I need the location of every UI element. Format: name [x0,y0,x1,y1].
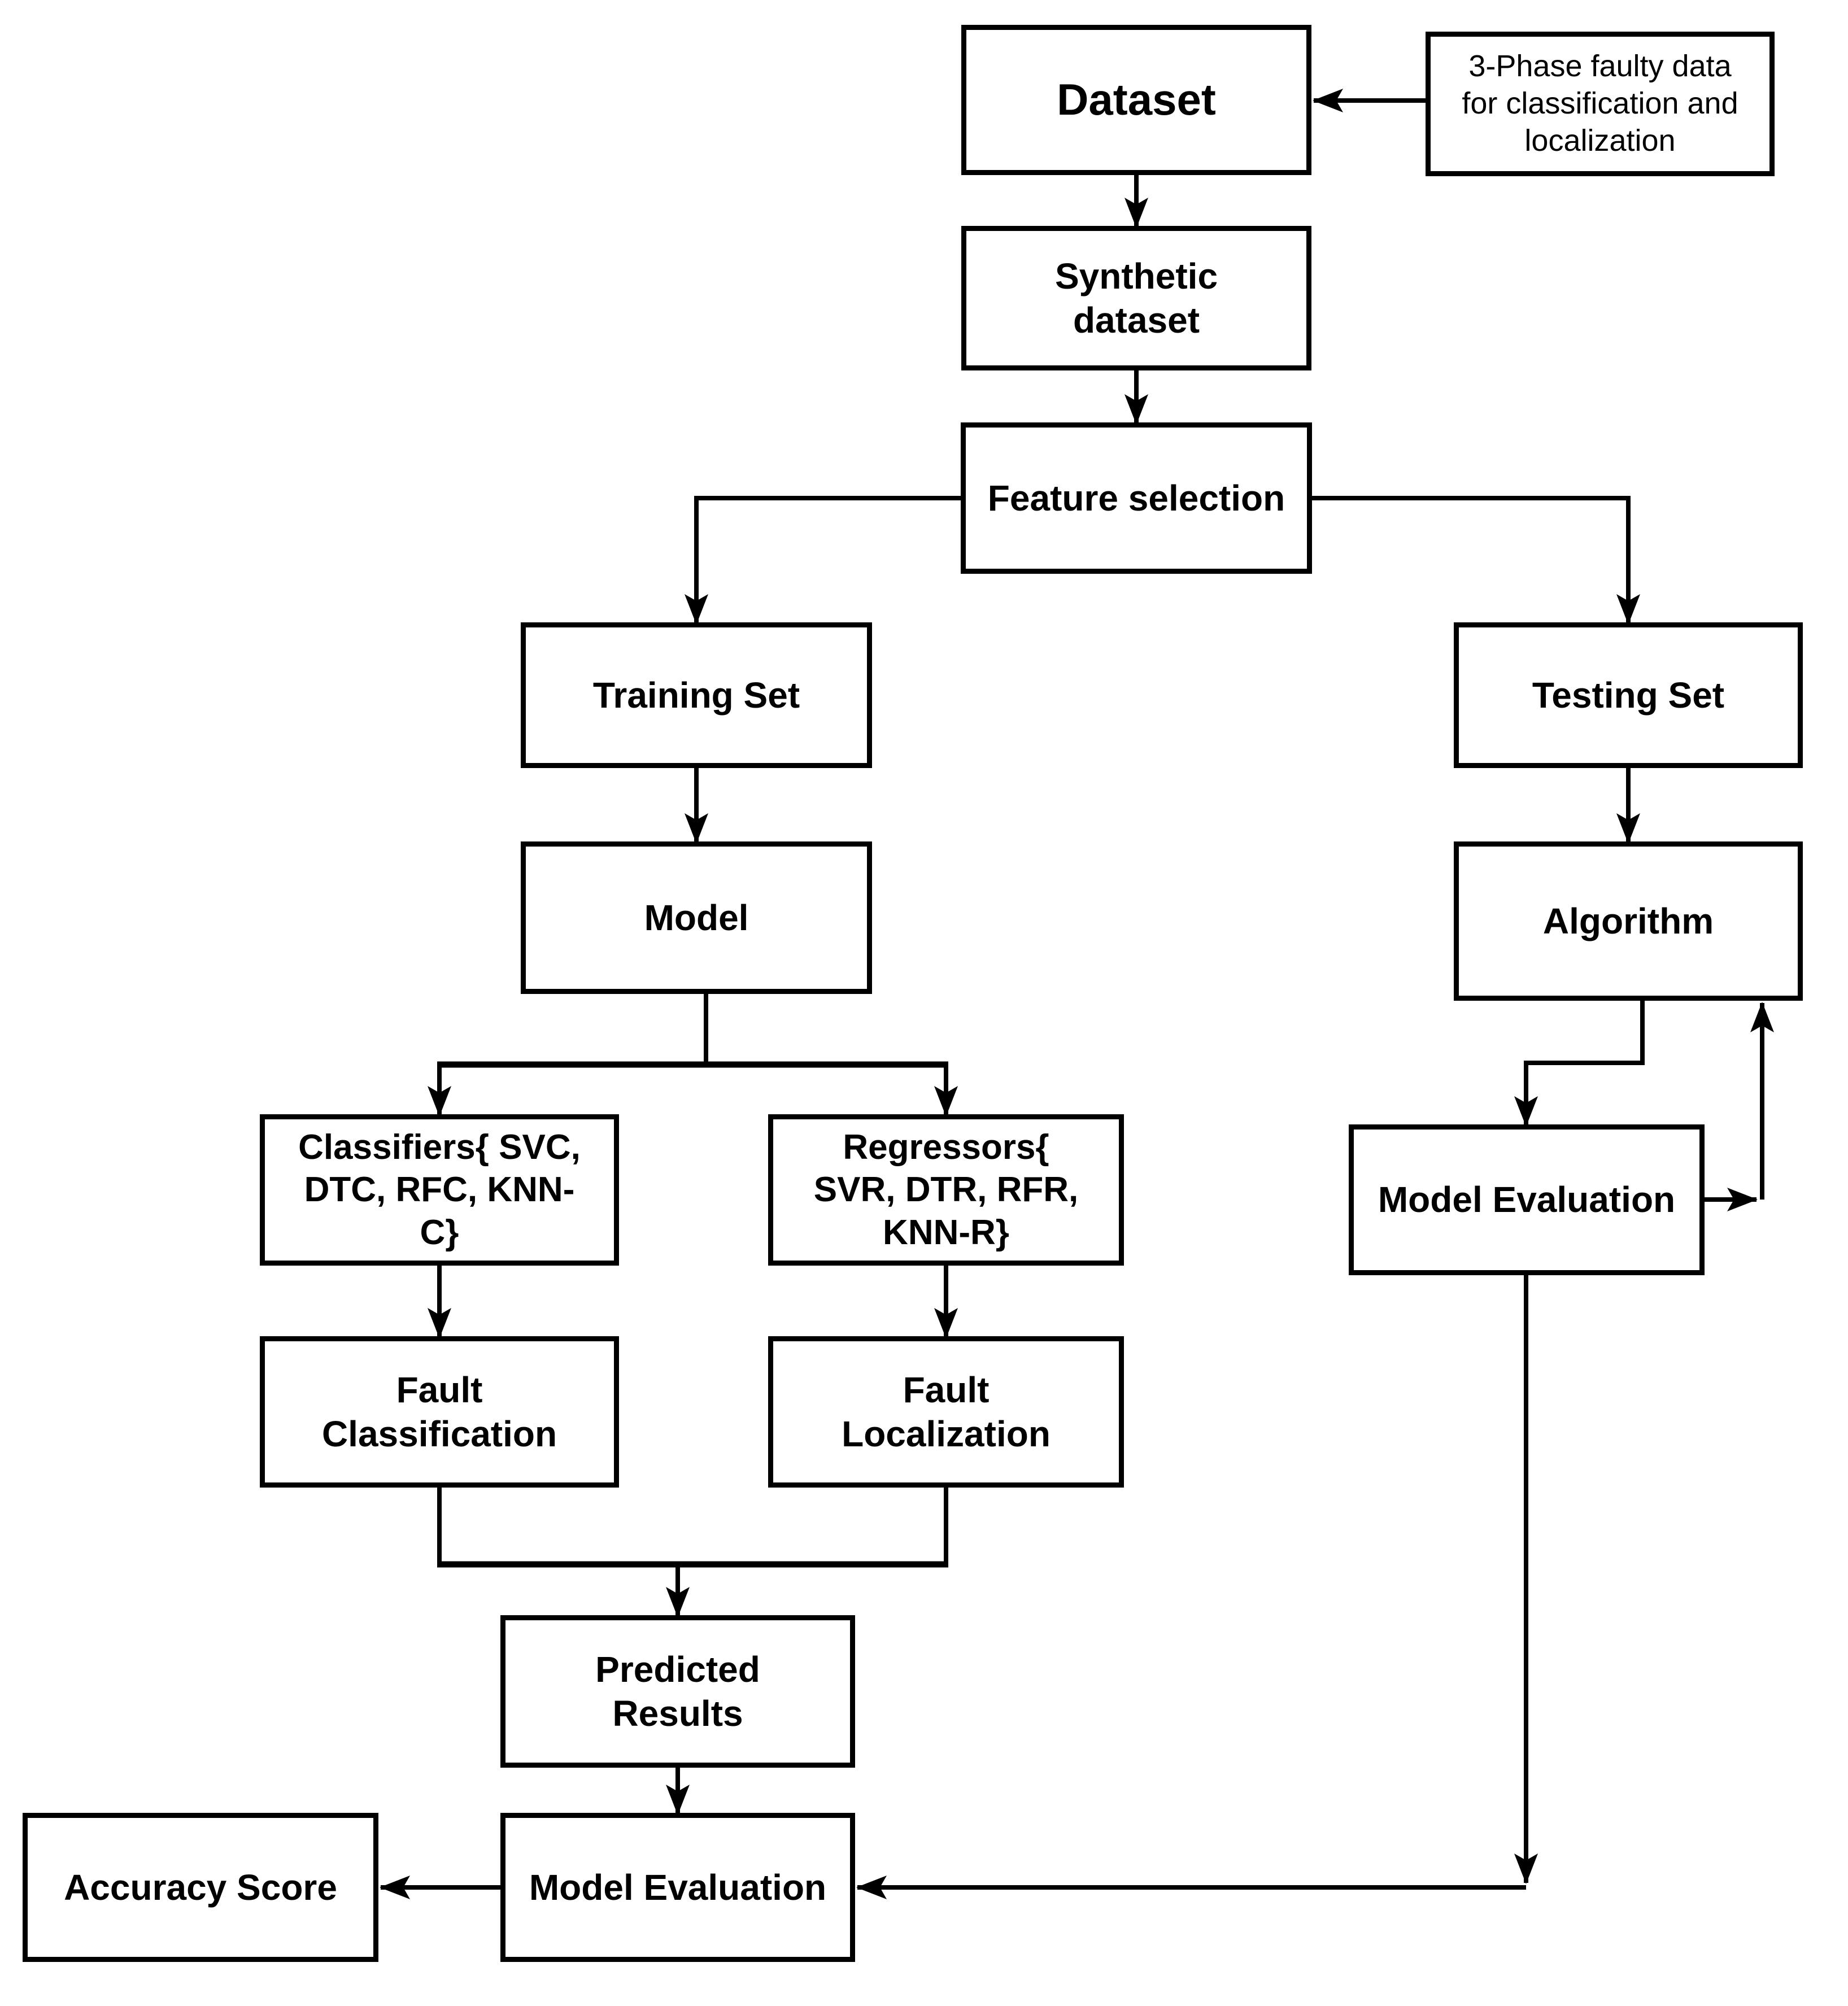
node-training-set: Training Set [521,622,872,768]
node-model-evaluation-bottom-label: Model Evaluation [529,1867,827,1908]
node-model-evaluation-right: Model Evaluation [1349,1124,1705,1275]
node-predicted-results-label: Predicted Results [595,1649,760,1734]
edge-feature-to-testing [1312,496,1640,625]
node-fault-localization-label: Fault Localization [842,1369,1051,1454]
node-classifiers-label: Classifiers{ SVC, DTC, RFC, KNN- C} [298,1127,581,1252]
node-dataset: Dataset [961,25,1311,175]
node-accuracy-score: Accuracy Score [23,1813,378,1962]
node-dataset-label: Dataset [1057,75,1216,125]
node-source-note: 3-Phase faulty data for classification a… [1426,32,1775,176]
node-testing-set: Testing Set [1454,622,1803,768]
node-synthetic-dataset: Synthetic dataset [961,226,1311,370]
node-model: Model [521,841,872,994]
node-classifiers: Classifiers{ SVC, DTC, RFC, KNN- C} [260,1114,619,1266]
node-predicted-results: Predicted Results [500,1615,855,1768]
node-feature-selection-label: Feature selection [987,477,1285,518]
node-model-evaluation-right-label: Model Evaluation [1378,1179,1676,1220]
node-model-label: Model [644,897,749,938]
edge-feature-to-training [685,496,961,625]
edge-algorithm-to-modeleval [1514,1001,1645,1127]
node-fault-classification: Fault Classification [260,1336,619,1488]
node-fault-classification-label: Fault Classification [321,1369,557,1454]
node-testing-set-label: Testing Set [1532,674,1725,716]
node-model-evaluation-bottom: Model Evaluation [500,1813,855,1962]
node-fault-localization: Fault Localization [768,1336,1124,1488]
node-synthetic-dataset-label: Synthetic dataset [1054,255,1218,341]
node-feature-selection: Feature selection [961,422,1312,574]
node-algorithm-label: Algorithm [1542,900,1714,941]
node-regressors-label: Regressors{ SVR, DTR, RFR, KNN-R} [813,1127,1079,1252]
node-source-note-label: 3-Phase faulty data for classification a… [1462,49,1738,158]
node-accuracy-score-label: Accuracy Score [64,1867,337,1908]
node-regressors: Regressors{ SVR, DTR, RFR, KNN-R} [768,1114,1124,1266]
node-training-set-label: Training Set [592,674,800,716]
node-algorithm: Algorithm [1454,841,1803,1001]
